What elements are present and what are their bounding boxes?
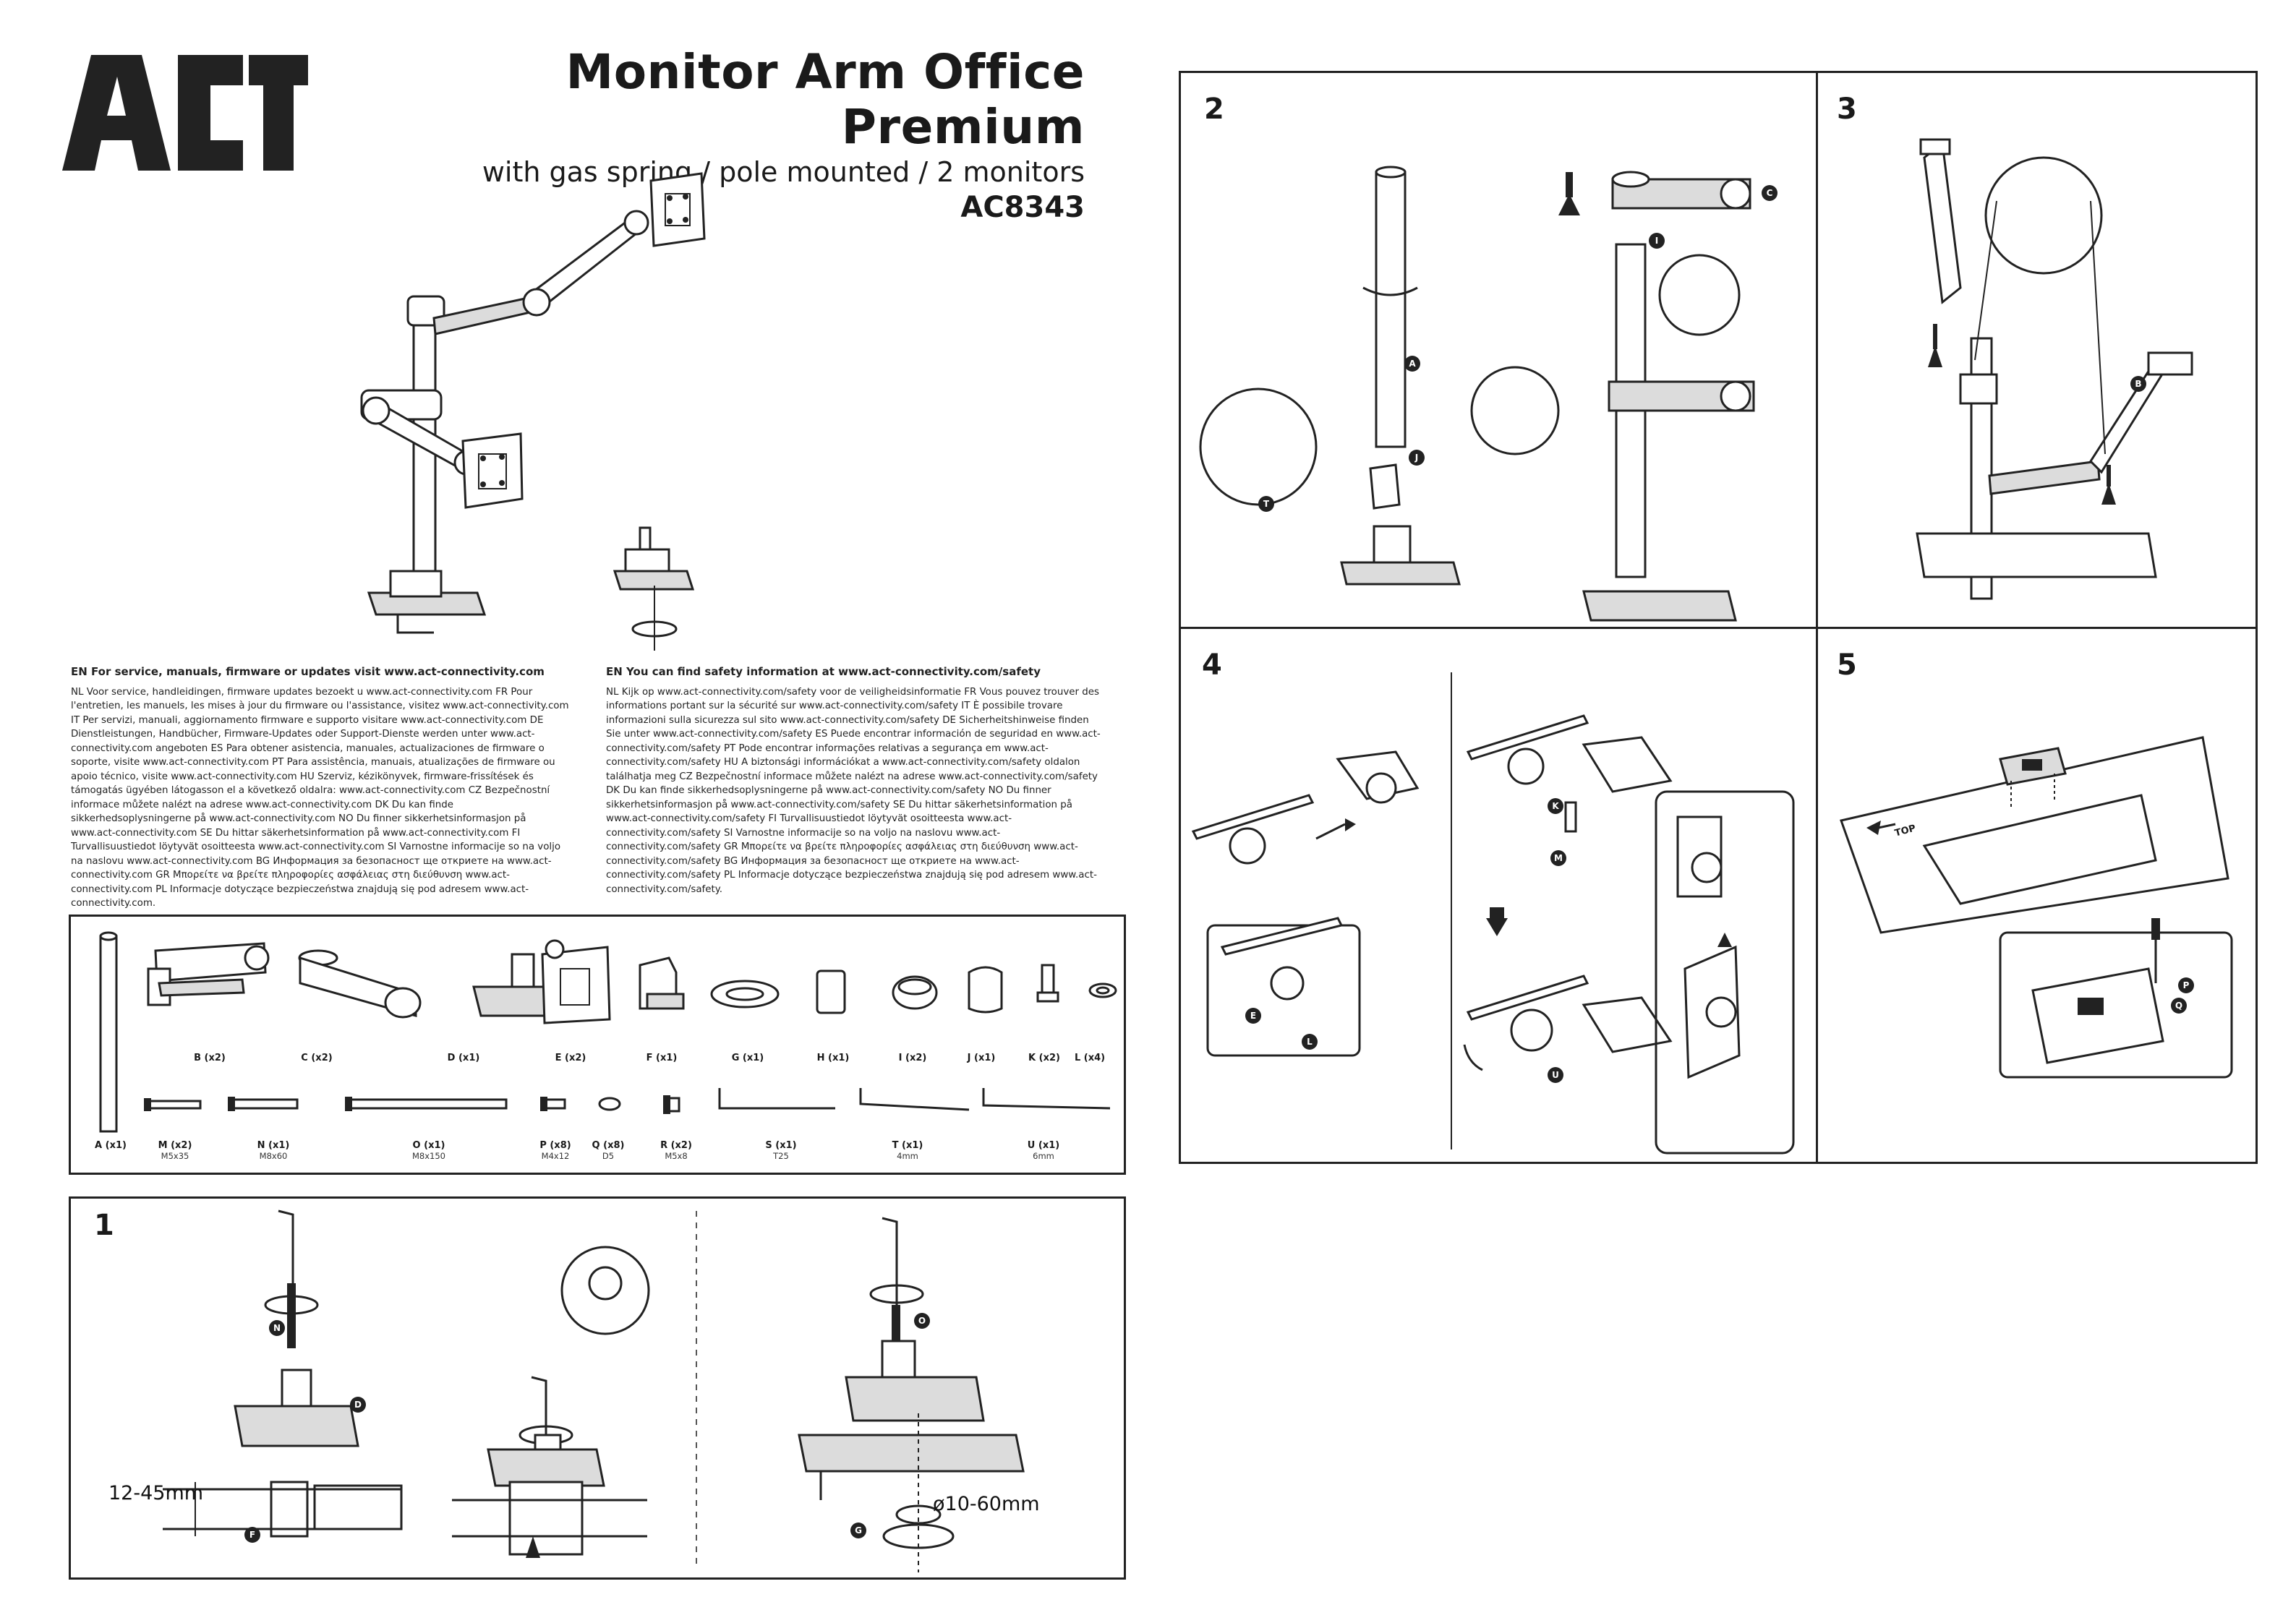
grid-divider-horizontal	[1179, 627, 2258, 629]
hero-arm-illustration	[360, 172, 706, 651]
desk-thickness-label: 12-45mm	[108, 1482, 204, 1504]
part-label-name: N (x1)	[257, 1140, 290, 1151]
callout-o: O	[914, 1313, 930, 1329]
steps-grid-panel	[1179, 71, 2258, 1164]
callout-k: K	[1548, 798, 1563, 814]
part-label: B (x2)	[194, 1053, 226, 1063]
callout-j: J	[1409, 450, 1425, 466]
callout-b: B	[2130, 376, 2146, 392]
part-label-spec: 6mm	[1033, 1151, 1054, 1161]
callout-p: P	[2178, 977, 2194, 993]
part-label-name: A (x1)	[95, 1140, 127, 1151]
part-label-name: R (x2)	[660, 1140, 692, 1151]
callout-d: D	[350, 1397, 366, 1413]
part-label-name: T (x1)	[892, 1140, 923, 1151]
document-title: Monitor Arm Office Premium with gas spri…	[391, 45, 1085, 226]
safety-heading: EN You can find safety information at ww…	[606, 665, 1041, 678]
part-label: P (x8)M4x12	[512, 1140, 599, 1161]
part-label-spec: M5x8	[665, 1151, 688, 1161]
part-label-name: M (x2)	[158, 1140, 192, 1151]
part-label: K (x2)	[1028, 1053, 1060, 1063]
step2-illustration	[1199, 166, 1755, 622]
parts-panel	[69, 915, 1126, 1175]
part-label: T (x1)4mm	[864, 1140, 951, 1161]
part-label: D (x1)	[447, 1053, 480, 1063]
part-label: U (x1)6mm	[1000, 1140, 1087, 1161]
part-label-spec: T25	[773, 1151, 789, 1161]
callout-a: A	[1404, 356, 1420, 372]
part-label-name: O (x1)	[412, 1140, 445, 1151]
part-label-name: S (x1)	[765, 1140, 797, 1151]
part-label: L (x4)	[1074, 1053, 1106, 1063]
callout-t: T	[1258, 496, 1274, 512]
part-label: Q (x8)D5	[565, 1140, 652, 1161]
step1-number: 1	[94, 1209, 114, 1242]
callout-i: I	[1649, 233, 1665, 249]
service-heading: EN For service, manuals, firmware or upd…	[71, 665, 545, 678]
callout-e: E	[1245, 1008, 1261, 1024]
grid-divider-vertical	[1816, 71, 1818, 1164]
callout-q: Q	[2171, 998, 2187, 1014]
part-label: O (x1)M8x150	[385, 1140, 472, 1161]
step3-illustration	[1916, 138, 2193, 600]
safety-body: NL Kijk op www.act-connectivity.com/safe…	[606, 686, 1101, 895]
callout-c: C	[1762, 185, 1778, 201]
step1-illustration	[163, 1209, 1025, 1572]
part-label: G (x1)	[731, 1053, 764, 1063]
step4-illustration	[1191, 672, 1795, 1155]
part-label: N (x1)M8x60	[230, 1140, 317, 1161]
product-subtitle: with gas spring / pole mounted / 2 monit…	[482, 156, 1085, 188]
callout-f: F	[244, 1527, 260, 1543]
step5-illustration	[1840, 736, 2233, 1079]
part-label: E (x2)	[555, 1053, 586, 1063]
parts-illustrations	[99, 931, 1117, 1133]
product-title: Monitor Arm Office Premium	[566, 44, 1085, 155]
step2-number: 2	[1204, 93, 1224, 126]
step3-number: 3	[1837, 93, 1857, 126]
part-label-name: Q (x8)	[592, 1140, 625, 1151]
callout-g: G	[850, 1523, 866, 1538]
part-label: F (x1)	[646, 1053, 678, 1063]
service-info: EN For service, manuals, firmware or upd…	[71, 665, 570, 911]
hole-diameter-label: ø10-60mm	[933, 1493, 1040, 1515]
part-label: R (x2)M5x8	[633, 1140, 720, 1161]
part-label-spec: M8x150	[412, 1151, 445, 1161]
part-label: M (x2)M5x35	[132, 1140, 218, 1161]
part-label: A (x1)	[67, 1140, 154, 1151]
product-model: AC8343	[960, 191, 1085, 224]
callout-m: M	[1550, 850, 1566, 866]
service-body: NL Voor service, handleidingen, firmware…	[71, 686, 569, 909]
callout-u: U	[1548, 1067, 1563, 1083]
part-label-name: P (x8)	[539, 1140, 571, 1151]
callout-l: L	[1302, 1034, 1318, 1050]
part-label-spec: M8x60	[259, 1151, 288, 1161]
part-label: C (x2)	[301, 1053, 333, 1063]
step5-number: 5	[1837, 648, 1857, 682]
step1-panel	[69, 1196, 1126, 1580]
step4-number: 4	[1202, 648, 1222, 682]
part-label: J (x1)	[967, 1053, 996, 1063]
part-label-spec: D5	[602, 1151, 615, 1161]
safety-info: EN You can find safety information at ww…	[606, 665, 1105, 896]
part-label: I (x2)	[898, 1053, 927, 1063]
act-logo	[62, 55, 308, 171]
part-label-spec: M4x12	[541, 1151, 570, 1161]
part-label-name: U (x1)	[1027, 1140, 1060, 1151]
part-label-spec: 4mm	[897, 1151, 918, 1161]
part-label: S (x1)T25	[738, 1140, 824, 1161]
callout-n: N	[269, 1320, 285, 1336]
part-label-spec: M5x35	[161, 1151, 189, 1161]
part-label: H (x1)	[816, 1053, 850, 1063]
